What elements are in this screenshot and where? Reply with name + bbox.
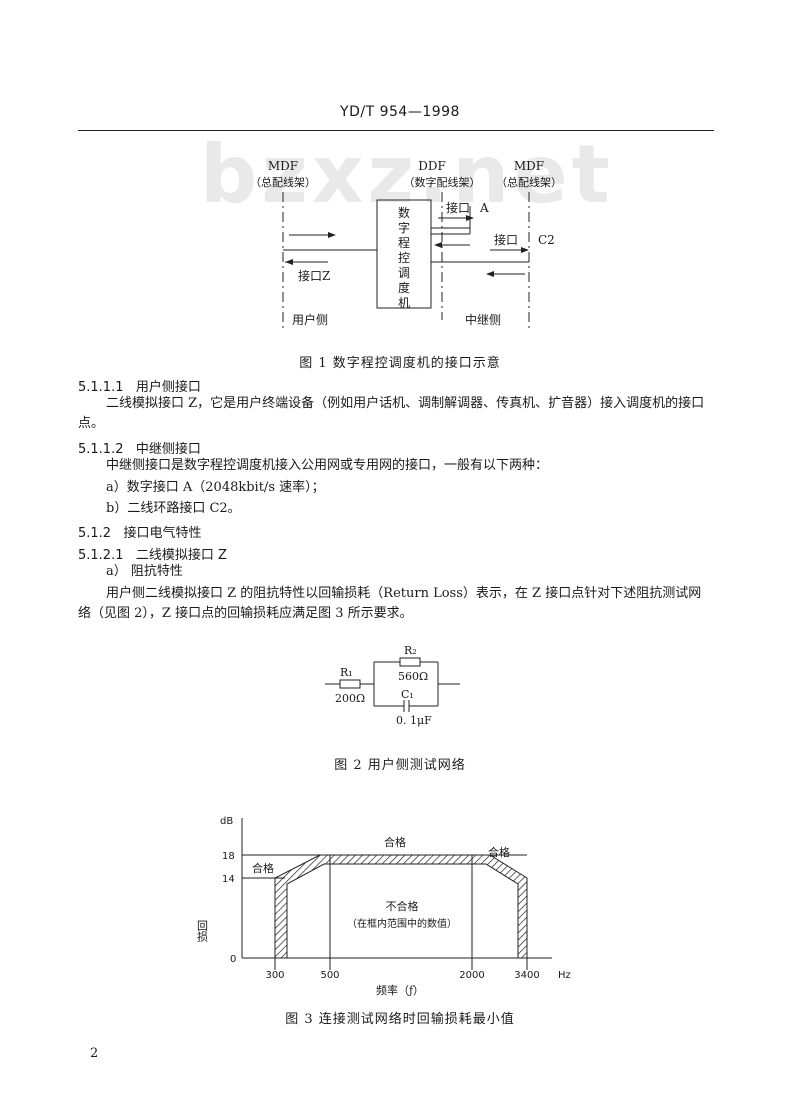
r1-value: 200Ω xyxy=(335,692,365,705)
figure-2-circuit: R₁ 200Ω R₂ 560Ω C₁ 0. 1μF xyxy=(325,644,460,727)
figure-1-caption: 图 1 数字程控调度机的接口示意 xyxy=(299,356,501,371)
figure-1-diagram: MDF （总配线架） DDF （数字配线架） MDF （总配线架） 数 字 程 … xyxy=(250,159,562,328)
y-tick-14: 14 xyxy=(222,874,235,885)
c1-label: C₁ xyxy=(401,688,414,701)
paragraph: 二线模拟接口 Z，它是用户终端设备（例如用户话机、调制解调器、传真机、扩音器）接… xyxy=(106,396,705,411)
r2-label: R₂ xyxy=(404,644,417,657)
pass-boundary xyxy=(274,854,528,959)
port-c2-label: 接口 xyxy=(494,232,518,247)
paragraph: 络（见图 2），Z 接口点的回输损耗应满足图 3 所示要求。 xyxy=(78,606,413,621)
section-5-1-1-2: 5.1.1.2 中继侧接口 xyxy=(78,442,201,457)
figure-2-caption: 图 2 用户侧测试网络 xyxy=(334,758,466,773)
y-tick-18: 18 xyxy=(222,851,235,862)
page-header: YD/T 954—1998 xyxy=(340,104,460,120)
fail-note: （在框内范围中的数值） xyxy=(347,917,457,930)
x-tick-500: 500 xyxy=(320,970,339,981)
watermark: bzxz.net xyxy=(200,128,614,221)
list-item: b）二线环路接口 C2。 xyxy=(106,501,241,516)
svg-text:度: 度 xyxy=(398,280,410,295)
r2-resistor xyxy=(399,657,421,667)
list-item: a） 阻抗特性 xyxy=(106,564,183,579)
section-5-1-2-1: 5.1.2.1 二线模拟接口 Z xyxy=(78,548,227,563)
r1-label: R₁ xyxy=(340,666,353,679)
svg-text:机: 机 xyxy=(398,296,410,310)
mdf-left-label: MDF xyxy=(268,159,298,173)
x-unit: Hz xyxy=(558,970,571,981)
paragraph: 点。 xyxy=(78,416,105,431)
r2-value: 560Ω xyxy=(398,670,428,683)
svg-text:字: 字 xyxy=(398,220,410,235)
pass-label-right: 合格 xyxy=(488,845,510,859)
mdf-left-cn: （总配线架） xyxy=(250,175,316,189)
pass-label-left: 合格 xyxy=(252,861,274,875)
mdf-right-label: MDF xyxy=(514,159,544,173)
y-unit: dB xyxy=(220,816,233,827)
port-a-label: 接口 xyxy=(446,200,470,215)
mdf-right-cn: （总配线架） xyxy=(496,175,562,189)
c1-value: 0. 1μF xyxy=(396,714,432,727)
header-rule xyxy=(78,130,714,131)
list-item: a）数字接口 A（2048kbit/s 速率）； xyxy=(106,480,325,495)
y-tick-0: 0 xyxy=(230,954,236,965)
section-5-1-1-1: 5.1.1.1 用户侧接口 xyxy=(78,380,201,395)
svg-text:调: 调 xyxy=(398,266,410,280)
svg-text:数: 数 xyxy=(398,205,410,220)
y-label: 回损 xyxy=(196,920,209,943)
port-a-letter: A xyxy=(479,201,489,215)
user-side-label: 用户侧 xyxy=(292,312,328,327)
page-number: 2 xyxy=(90,1046,99,1061)
section-5-1-2: 5.1.2 接口电气特性 xyxy=(78,526,202,541)
figure-3-chart: dB 18 14 0 回损 300 500 2000 3400 Hz 合格 合格… xyxy=(196,816,571,981)
svg-text:控: 控 xyxy=(398,251,410,265)
x-tick-2000: 2000 xyxy=(459,970,484,981)
r1-resistor xyxy=(339,679,361,689)
switch-label: 数 字 程 控 调 度 机 xyxy=(398,205,410,310)
paragraph: 中继侧接口是数字程控调度机接入公用网或专用网的接口，一般有以下两种： xyxy=(106,458,549,473)
x-tick-3400: 3400 xyxy=(514,970,539,981)
x-tick-300: 300 xyxy=(265,970,284,981)
port-z-label: 接口Z xyxy=(298,268,330,283)
fail-label: 不合格 xyxy=(386,899,419,913)
switch-box xyxy=(376,199,432,309)
port-c2-letter: C2 xyxy=(538,233,555,247)
figure-3-caption: 图 3 连接测试网络时回输损耗最小值 xyxy=(285,1012,515,1027)
ddf-cn: （数字配线架） xyxy=(404,175,481,189)
trunk-side-label: 中继侧 xyxy=(465,312,501,327)
pass-label-top: 合格 xyxy=(384,835,406,849)
paragraph: 用户侧二线模拟接口 Z 的阻抗特性以回输损耗（Return Loss）表示，在 … xyxy=(106,586,702,601)
x-label: 频率（ƒ） xyxy=(375,984,425,997)
ddf-label: DDF xyxy=(418,159,446,173)
svg-text:程: 程 xyxy=(398,235,410,250)
